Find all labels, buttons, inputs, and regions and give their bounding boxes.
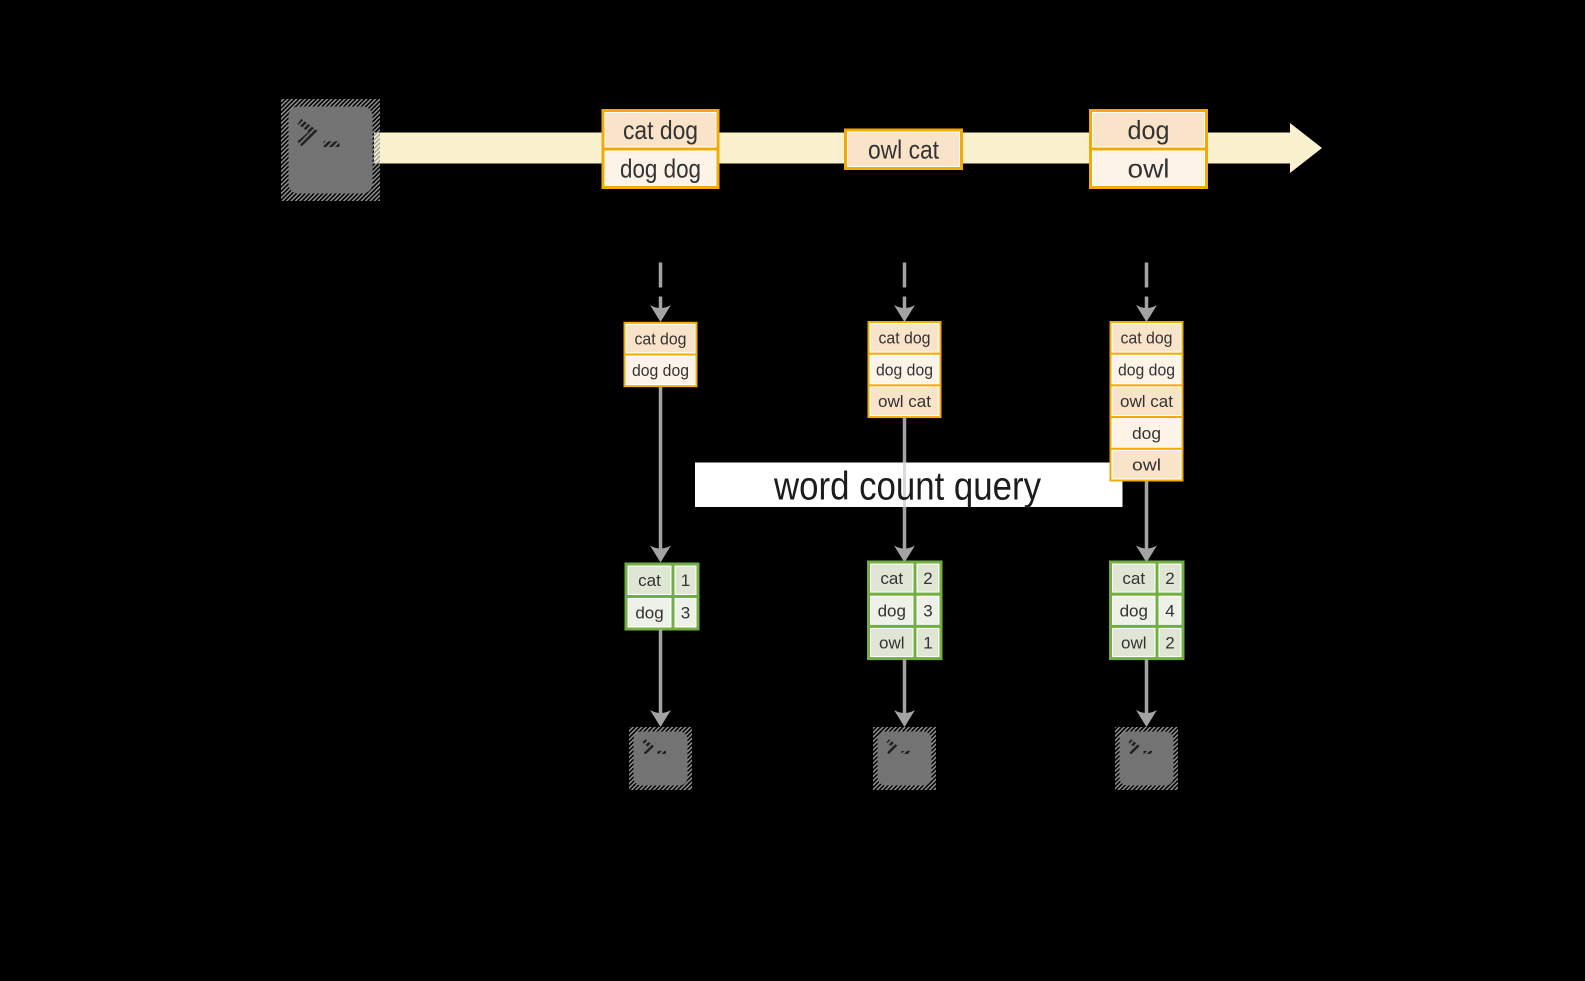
svg-text:owl: owl [1128, 153, 1170, 183]
svg-text:cat: cat [1122, 569, 1145, 588]
svg-text:cat: cat [638, 571, 661, 590]
svg-text:dog: dog [1120, 601, 1148, 620]
svg-text:4: 4 [1165, 601, 1174, 620]
svg-text:owl: owl [1132, 457, 1161, 475]
svg-text:2: 2 [923, 569, 932, 588]
svg-text:2: 2 [1165, 569, 1174, 588]
svg-text:cat dog: cat dog [635, 331, 687, 349]
svg-text:dog: dog [878, 601, 906, 620]
svg-text:owl cat: owl cat [868, 134, 940, 164]
svg-text:dog dog: dog dog [620, 153, 701, 183]
svg-text:dog: dog [1132, 425, 1161, 443]
svg-text:cat dog: cat dog [1121, 330, 1173, 348]
svg-text:dog dog: dog dog [876, 361, 933, 379]
svg-text:cat: cat [880, 569, 903, 588]
svg-text:2: 2 [1165, 634, 1174, 653]
svg-text:3: 3 [923, 601, 932, 620]
svg-text:owl cat: owl cat [1120, 393, 1173, 411]
svg-text:word count query: word count query [773, 465, 1041, 509]
svg-text:owl: owl [1121, 634, 1147, 653]
svg-text:dog dog: dog dog [632, 362, 689, 380]
svg-text:dog: dog [1128, 115, 1170, 145]
svg-text:dog: dog [635, 604, 663, 623]
svg-text:cat dog: cat dog [623, 115, 698, 145]
svg-text:3: 3 [681, 604, 690, 623]
svg-text:cat dog: cat dog [879, 330, 931, 348]
svg-text:dog dog: dog dog [1118, 361, 1175, 379]
svg-text:owl cat: owl cat [878, 393, 931, 411]
svg-text:1: 1 [681, 571, 690, 590]
svg-text:1: 1 [923, 634, 932, 653]
svg-text:owl: owl [879, 634, 905, 653]
